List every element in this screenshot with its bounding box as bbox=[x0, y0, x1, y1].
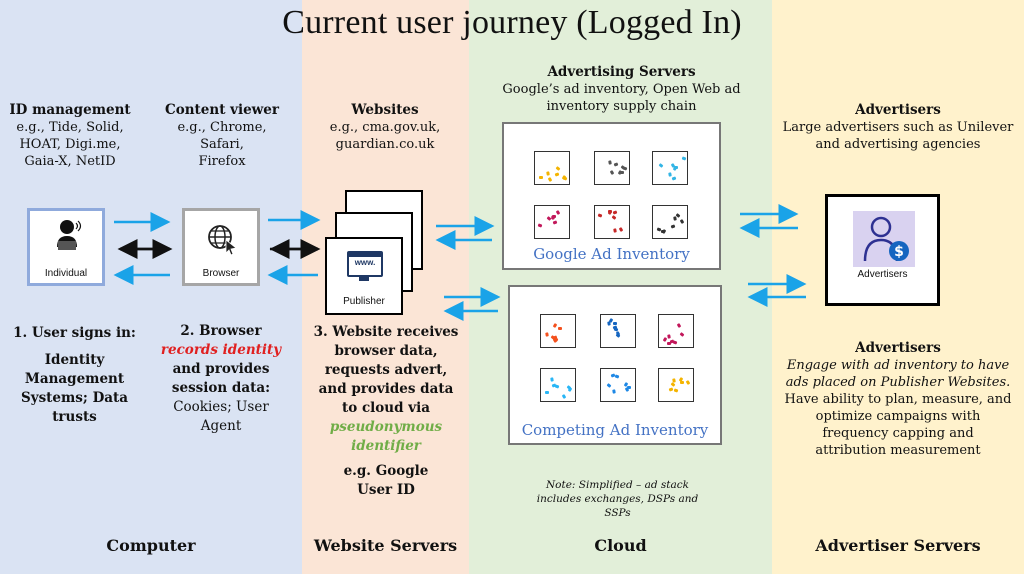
step-2-highlight: records identity bbox=[160, 342, 282, 358]
step-2-text: 2. Browser records identity and provides… bbox=[148, 322, 294, 436]
advertisers-heading: Advertisers bbox=[855, 102, 941, 118]
step-3-line: 3. Website receives bbox=[313, 324, 459, 340]
ad-inventory-tile bbox=[600, 368, 636, 402]
advertisers-desc-heading: Advertisers bbox=[855, 340, 941, 356]
advertiser-money-icon: $ bbox=[863, 216, 909, 262]
ad-servers-heading: Advertising Servers bbox=[547, 64, 696, 80]
advertisers-line: and advertising agencies bbox=[815, 137, 981, 152]
footer-cloud: Cloud bbox=[594, 536, 647, 555]
ad-inventory-tile bbox=[658, 368, 694, 402]
individual-label: Individual bbox=[44, 268, 88, 279]
id-management-line: Gaia-X, NetID bbox=[24, 154, 116, 169]
advertisers-desc-italic: ads placed on Publisher Websites. bbox=[785, 375, 1011, 390]
google-ad-inventory-label: Google Ad Inventory bbox=[533, 245, 690, 263]
browser-node: Browser bbox=[182, 208, 260, 286]
website-screen-icon: www. bbox=[347, 251, 383, 277]
svg-text:$: $ bbox=[894, 244, 904, 260]
id-management-line: HOAT, Digi.me, bbox=[19, 137, 121, 152]
step-3-text: 3. Website receives browser data, reques… bbox=[304, 323, 468, 500]
advertisers-line: Large advertisers such as Unilever bbox=[782, 120, 1014, 135]
websites-heading: Websites bbox=[351, 102, 419, 118]
websites-header: Websites e.g., cma.gov.uk, guardian.co.u… bbox=[310, 102, 460, 153]
step-1-line: trusts bbox=[52, 409, 97, 425]
competing-ad-inventory-box: Competing Ad Inventory bbox=[508, 285, 722, 445]
step-3-line: and provides data bbox=[318, 381, 454, 397]
ad-servers-line: inventory supply chain bbox=[546, 99, 697, 114]
step-3-example: User ID bbox=[357, 482, 415, 498]
content-viewer-line: e.g., Chrome, bbox=[177, 120, 267, 135]
step-2-heading: 2. Browser bbox=[180, 323, 262, 339]
google-ad-inventory-box: Google Ad Inventory bbox=[502, 122, 721, 270]
id-management-header: ID management e.g., Tide, Solid, HOAT, D… bbox=[0, 102, 140, 170]
step-2-detail: Agent bbox=[200, 418, 242, 434]
ad-inventory-tile bbox=[540, 314, 576, 348]
ad-inventory-tile bbox=[534, 151, 570, 185]
ad-inventory-tile bbox=[594, 205, 630, 239]
id-management-heading: ID management bbox=[9, 102, 131, 118]
content-viewer-line: Safari, bbox=[200, 137, 244, 152]
advertiser-icon-bg: $ bbox=[853, 211, 915, 267]
advertisers-label: Advertisers bbox=[857, 269, 908, 280]
ad-servers-header: Advertising Servers Google’s ad inventor… bbox=[474, 64, 769, 115]
note-line: includes exchanges, DSPs and bbox=[536, 493, 699, 505]
ad-inventory-tile bbox=[652, 205, 688, 239]
step-1-line: Identity bbox=[44, 352, 105, 368]
advertisers-desc-line: attribution measurement bbox=[815, 443, 981, 458]
step-1-heading: 1. User signs in: bbox=[13, 325, 136, 341]
advertisers-desc-line: frequency capping and bbox=[822, 426, 974, 441]
advertisers-node: $ Advertisers bbox=[825, 194, 940, 306]
websites-line: e.g., cma.gov.uk, bbox=[329, 120, 441, 135]
note-line: Note: Simplified – ad stack bbox=[545, 479, 690, 491]
publisher-label: Publisher bbox=[343, 296, 385, 307]
footer-website-servers: Website Servers bbox=[313, 536, 458, 555]
globe-cursor-icon bbox=[208, 225, 237, 255]
ad-inventory-tile bbox=[534, 205, 570, 239]
websites-line: guardian.co.uk bbox=[335, 137, 435, 152]
browser-label: Browser bbox=[202, 268, 240, 279]
advertisers-desc-italic: Engage with ad inventory to have bbox=[786, 358, 1010, 373]
content-viewer-heading: Content viewer bbox=[164, 102, 280, 118]
step-3-line: requests advert, bbox=[324, 362, 448, 378]
advertisers-description: Advertisers Engage with ad inventory to … bbox=[775, 340, 1021, 459]
step-1-text: 1. User signs in: Identity Management Sy… bbox=[2, 324, 147, 427]
note-line: SSPs bbox=[604, 507, 631, 519]
id-management-line: e.g., Tide, Solid, bbox=[16, 120, 124, 135]
advertisers-desc-line: Have ability to plan, measure, and bbox=[784, 392, 1012, 407]
step-3-line: to cloud via bbox=[342, 400, 430, 416]
diagram-title: Current user journey (Logged In) bbox=[282, 4, 742, 41]
step-2-line: session data: bbox=[171, 380, 271, 396]
person-laptop-icon bbox=[57, 220, 82, 250]
publisher-node: www. Publisher bbox=[325, 237, 403, 315]
step-3-example: e.g. Google bbox=[343, 463, 429, 479]
content-viewer-line: Firefox bbox=[198, 154, 246, 169]
step-2-line: and provides bbox=[172, 361, 270, 377]
website-screen-text: www. bbox=[354, 258, 376, 267]
step-1-line: Management bbox=[24, 371, 125, 387]
content-viewer-header: Content viewer e.g., Chrome, Safari, Fir… bbox=[152, 102, 292, 170]
step-2-detail: Cookies; User bbox=[173, 399, 269, 415]
simplified-note: Note: Simplified – ad stack includes exc… bbox=[520, 478, 715, 520]
footer-advertiser-servers: Advertiser Servers bbox=[815, 536, 981, 555]
ad-inventory-tile bbox=[600, 314, 636, 348]
competing-ad-inventory-label: Competing Ad Inventory bbox=[521, 421, 709, 439]
footer-computer: Computer bbox=[106, 536, 196, 555]
ad-inventory-tile bbox=[658, 314, 694, 348]
ad-servers-line: Google’s ad inventory, Open Web ad bbox=[502, 82, 741, 97]
step-3-highlight: pseudonymous bbox=[329, 419, 443, 435]
individual-node: Individual bbox=[27, 208, 105, 286]
step-3-highlight: identifier bbox=[351, 438, 421, 454]
advertisers-header: Advertisers Large advertisers such as Un… bbox=[775, 102, 1021, 153]
step-3-line: browser data, bbox=[334, 343, 438, 359]
ad-inventory-tile bbox=[594, 151, 630, 185]
step-1-line: Systems; Data bbox=[20, 390, 129, 406]
ad-inventory-tile bbox=[652, 151, 688, 185]
band-computer bbox=[0, 0, 302, 574]
ad-inventory-tile bbox=[540, 368, 576, 402]
advertisers-desc-line: optimize campaigns with bbox=[815, 409, 981, 424]
